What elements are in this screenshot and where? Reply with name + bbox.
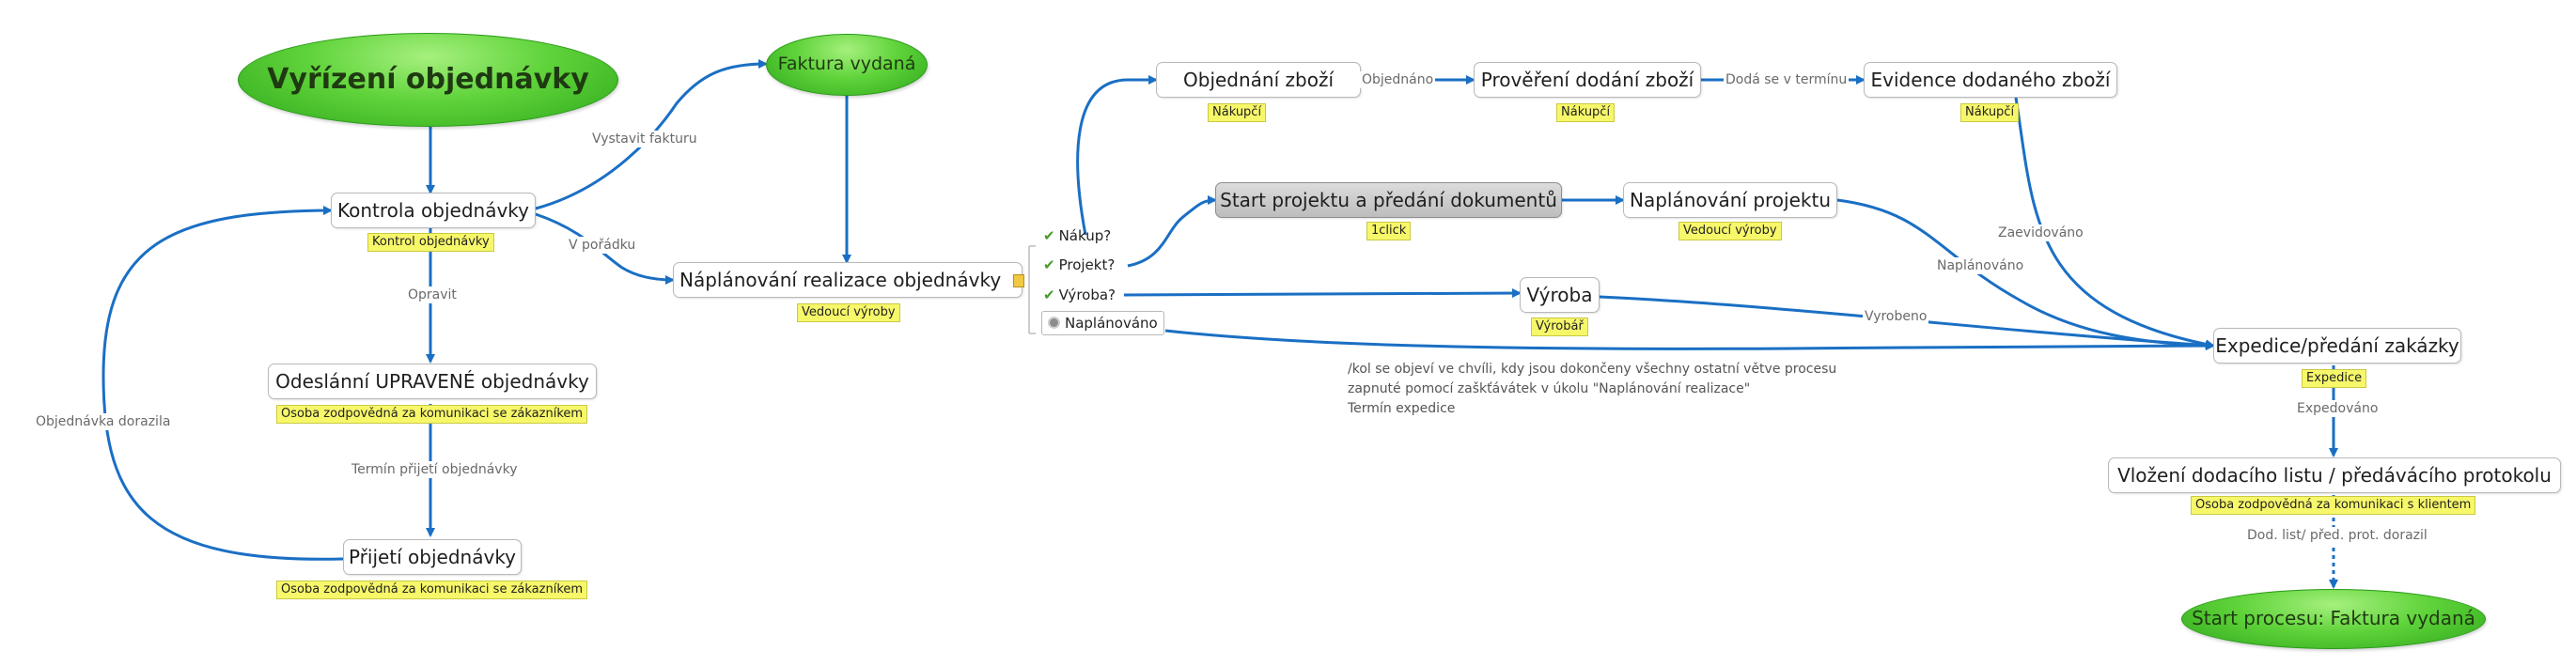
node-naplanovani-realizace[interactable]: Náplánování realizace objednávky — [673, 262, 1024, 298]
node-label: Vložení dodacího listu / předávácího pro… — [2117, 464, 2552, 487]
check-icon: ✔ — [1043, 256, 1055, 273]
note-icon[interactable] — [1012, 274, 1024, 287]
role-tag: Expedice — [2302, 369, 2367, 388]
role-tag: Vedoucí výroby — [797, 303, 900, 322]
title-node[interactable]: Vyřízení objednávky — [238, 33, 618, 127]
role-tag: Osoba zodpovědná za komunikaci se zákazn… — [276, 581, 588, 599]
edge-label-objednavka-dorazila: Objednávka dorazila — [34, 413, 173, 430]
edge-prijeti-kontrola — [101, 206, 344, 561]
node-prijeti[interactable]: Přijetí objednávky — [343, 539, 522, 575]
role-tag: Nákupčí — [1556, 103, 1616, 122]
node-label: Evidence dodaného zboží — [1870, 69, 2111, 91]
edge-kontrola-realizace — [535, 212, 675, 285]
branch-bracket — [1028, 245, 1036, 334]
role-tag: Výrobář — [1531, 318, 1588, 336]
process-note: /kol se objeví ve chvíli, kdy jsou dokon… — [1348, 360, 1836, 419]
node-start-projektu[interactable]: Start projektu a předání dokumentů — [1215, 182, 1562, 218]
role-tag: 1click — [1366, 222, 1412, 240]
node-label: Naplánování projektu — [1630, 189, 1831, 211]
role-tag: Nákupčí — [1960, 103, 2020, 122]
edge-label-naplanovano: Naplánováno — [1935, 257, 2026, 274]
check-icon: ✔ — [1043, 287, 1055, 303]
edge-label-opravit: Opravit — [406, 287, 459, 303]
edge-label-dod-list: Dod. list/ před. prot. dorazil — [2245, 527, 2429, 544]
node-label: Výroba — [1526, 284, 1593, 306]
edge-kontrola-faktura — [535, 59, 768, 210]
node-label: Kontrola objednávky — [336, 199, 530, 222]
check-icon: ✔ — [1043, 227, 1055, 244]
option-label: Naplánováno — [1065, 315, 1158, 332]
node-faktura[interactable]: Faktura vydaná — [766, 34, 928, 96]
edge-label-objednano: Objednáno — [1360, 71, 1436, 88]
node-label: Přijetí objednávky — [348, 546, 517, 568]
node-label: Expedice/předání zakázky — [2215, 334, 2459, 357]
edge-label-vystavit-fakturu: Vystavit fakturu — [590, 131, 699, 147]
role-tag: Vedoucí výroby — [1678, 222, 1782, 240]
note-line: Termín expedice — [1348, 401, 1456, 416]
edge-nakup-objednani — [1076, 75, 1158, 236]
option-label: Výroba? — [1058, 287, 1116, 303]
edge-label-vyrobeno: Vyrobeno — [1863, 308, 1929, 325]
node-vlozeni[interactable]: Vložení dodacího listu / předávácího pro… — [2108, 457, 2561, 493]
node-expedice[interactable]: Expedice/předání zakázky — [2213, 328, 2461, 364]
option-label: Projekt? — [1058, 256, 1116, 273]
node-label: Náplánování realizace objednávky — [679, 269, 1002, 291]
title-label: Vyřízení objednávky — [267, 63, 589, 96]
edge-label-expedovano: Expedováno — [2295, 400, 2381, 417]
node-odeslani[interactable]: Odeslánní UPRAVENÉ objednávky — [268, 364, 597, 399]
note-line: /kol se objeví ve chvíli, kdy jsou dokon… — [1348, 362, 1837, 377]
node-objednani[interactable]: Objednání zboží — [1156, 62, 1361, 98]
role-tag: Kontrol objednávky — [367, 233, 494, 252]
node-label: Objednání zboží — [1183, 69, 1334, 91]
note-line: zapnuté pomocí zaškťávátek v úkolu "Napl… — [1348, 381, 1751, 396]
edge-label-termin-prijeti: Termín přijetí objednávky — [350, 461, 520, 478]
edge-evidence-expedice — [2014, 97, 2215, 349]
node-label: Faktura vydaná — [777, 54, 916, 74]
node-label: Start procesu: Faktura vydaná — [2192, 607, 2475, 629]
edge-naplanovano-expedice — [1164, 329, 2215, 351]
edge-projekt-start — [1127, 195, 1217, 268]
edge-vyroba-vyroba — [1123, 288, 1522, 299]
node-naplanovani-projektu[interactable]: Naplánování projektu — [1623, 182, 1837, 218]
option-label: Nákup? — [1058, 227, 1112, 244]
edge-label-zaevidovano: Zaevidováno — [1996, 225, 2085, 241]
option-vyroba[interactable]: ✔Výroba? — [1043, 284, 1116, 306]
role-tag: Nákupčí — [1208, 103, 1267, 122]
option-projekt[interactable]: ✔Projekt? — [1043, 254, 1115, 276]
node-label: Odeslánní UPRAVENÉ objednávky — [275, 370, 589, 393]
node-kontrola[interactable]: Kontrola objednávky — [331, 193, 536, 228]
edge-label-v-poradku: V pořádku — [567, 237, 638, 254]
role-tag: Osoba zodpovědná za komunikaci se zákazn… — [276, 405, 588, 424]
edge-label-doda-se: Dodá se v termínu — [1724, 71, 1850, 88]
option-nakup[interactable]: ✔Nákup? — [1043, 225, 1111, 247]
node-provereni[interactable]: Prověření dodání zboží — [1474, 62, 1701, 98]
gear-icon — [1048, 317, 1060, 329]
node-start-procesu[interactable]: Start procesu: Faktura vydaná — [2181, 589, 2486, 649]
node-evidence[interactable]: Evidence dodaného zboží — [1864, 62, 2117, 98]
node-vyroba[interactable]: Výroba — [1520, 277, 1600, 313]
option-naplanovano[interactable]: Naplánováno — [1041, 311, 1164, 335]
role-tag: Osoba zodpovědná za komunikaci s kliente… — [2191, 496, 2476, 515]
node-label: Start projektu a předání dokumentů — [1220, 189, 1557, 211]
node-label: Prověření dodání zboží — [1480, 69, 1694, 91]
